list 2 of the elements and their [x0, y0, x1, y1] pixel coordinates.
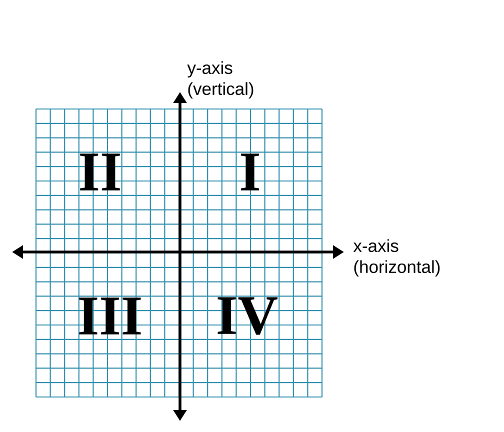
axis-label: y-axis (vertical): [187, 61, 254, 98]
axis-label: x-axis (horizontal): [353, 239, 440, 276]
